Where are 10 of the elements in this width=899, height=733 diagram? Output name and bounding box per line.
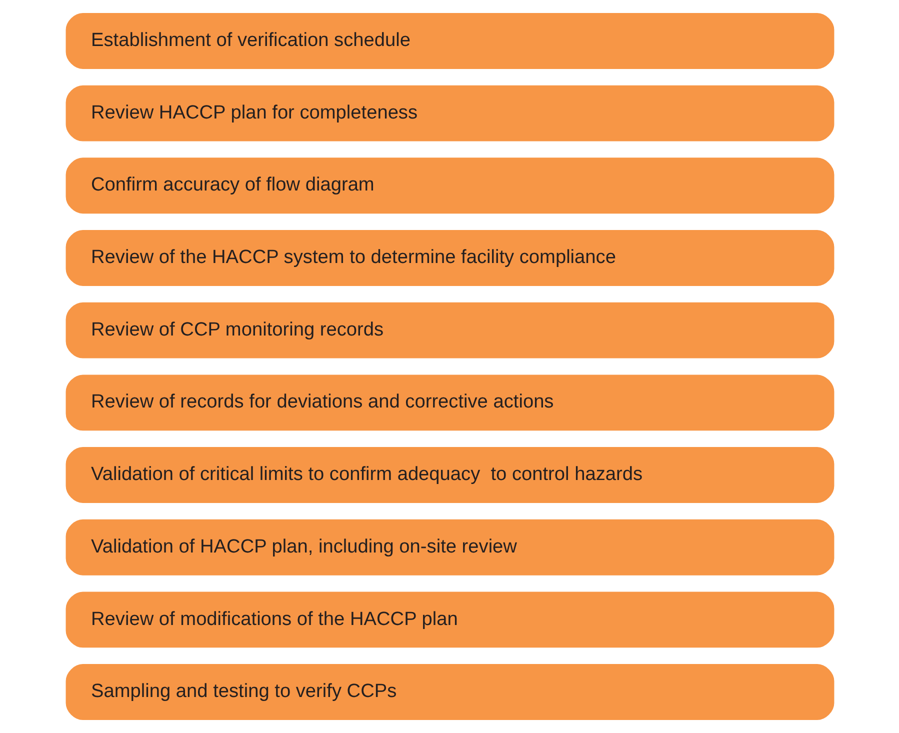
node-box: Review of modifications of the HACCP plan xyxy=(65,592,834,648)
node-box: Sampling and testing to verify CCPs xyxy=(65,664,834,720)
node-box: Establishment of verification schedule xyxy=(65,12,834,69)
node-box: Confirm accuracy of flow diagram xyxy=(65,158,834,214)
node-box: Review of the HACCP system to determine facility compliance xyxy=(65,230,834,286)
node-box: Validation of HACCP plan, including on-site review xyxy=(65,519,834,576)
node-box: Review of records for deviations and corrective actions xyxy=(65,374,834,431)
node-box: Review HACCP plan for completeness xyxy=(65,85,834,142)
node-box: Validation of critical limits to confirm adequacy to control hazards xyxy=(65,447,834,503)
node-box: Review of CCP monitoring records xyxy=(65,302,834,358)
